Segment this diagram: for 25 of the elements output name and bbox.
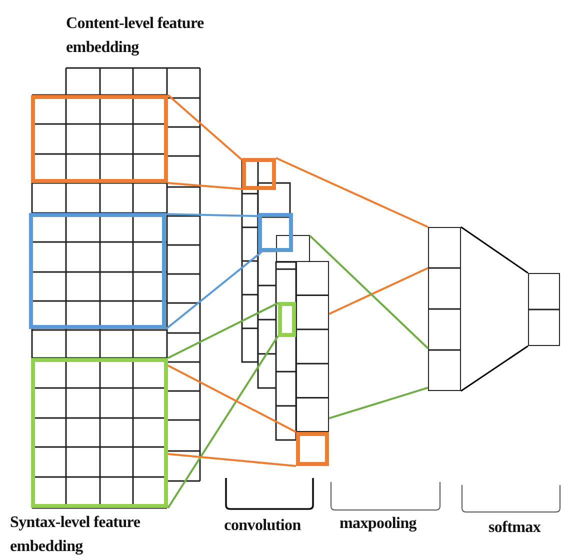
stage-label: convolution [223,516,302,536]
highlight-window [242,158,276,190]
connector-line [309,235,429,350]
maxpooling-column [428,227,461,391]
highlight-window [29,213,166,329]
connector-line [168,453,296,467]
highlight-window [31,358,168,508]
axis-title: Syntax-level feature embedding [10,513,142,557]
connector-line [167,335,279,509]
connector-line [166,213,258,218]
connector-line [460,345,528,392]
connector-line [328,386,428,420]
highlight-window [31,95,168,183]
stage-label: maxpooling [338,514,418,534]
connector-line [460,226,528,274]
connector-line [165,251,262,330]
connector-line [168,302,278,359]
axis-title: Content-level feature embedding [66,14,205,58]
connector-line [276,157,428,228]
connector-line [328,267,428,315]
convolution-column [296,261,329,432]
connector-line [167,94,243,161]
connector-line [168,182,242,190]
stage-label: softmax [487,518,542,538]
softmax-column [528,273,560,346]
